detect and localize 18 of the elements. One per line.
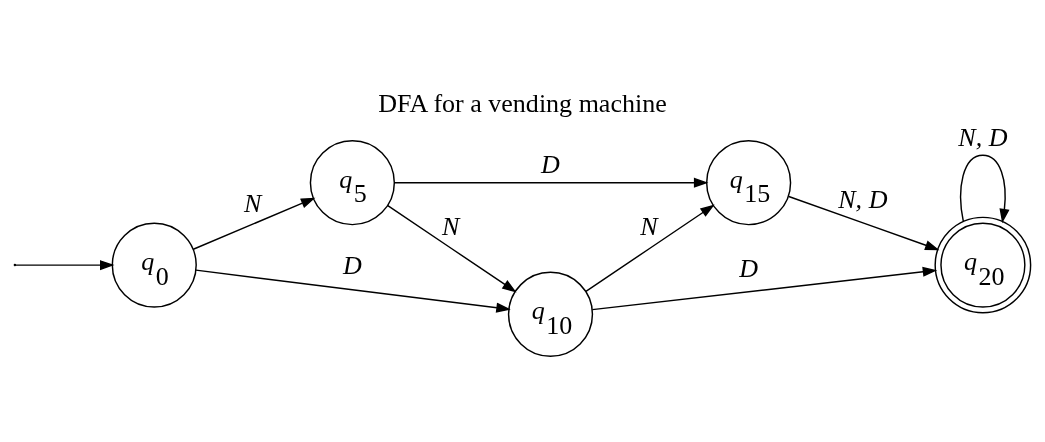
arrow [393, 177, 709, 188]
arrow [959, 154, 1010, 224]
arrow [192, 197, 316, 250]
arrow [387, 204, 517, 293]
edge-label: D [739, 254, 759, 284]
edge-label: N [640, 212, 658, 242]
arrow [195, 269, 511, 313]
arrow [591, 266, 938, 311]
arrow [585, 204, 715, 293]
edge-label: N [442, 212, 460, 242]
arrow [788, 195, 940, 251]
edge-label: N, D [838, 184, 888, 214]
arrow [14, 260, 115, 271]
edge-label: N, D [958, 122, 1008, 152]
edge-label: D [342, 251, 362, 281]
diagram-title: DFA for a vending machine [378, 89, 667, 119]
edge-label: N [243, 189, 262, 219]
edge-label: D [541, 150, 560, 180]
